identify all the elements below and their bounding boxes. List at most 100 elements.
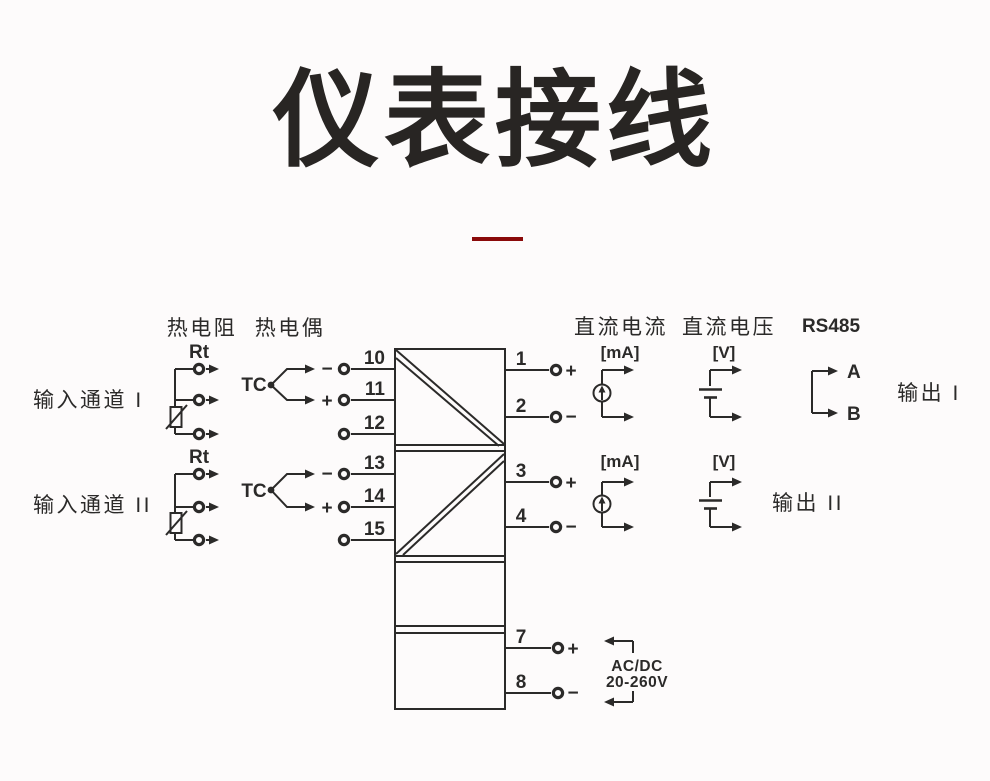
terminal-number-10: 10 xyxy=(364,348,385,369)
rtd-terminal-circle xyxy=(192,427,206,441)
channel1-minus-sign: − xyxy=(321,359,332,380)
isolation-diagonal xyxy=(395,357,500,447)
terminal-number-2: 2 xyxy=(516,396,527,417)
terminal-number-11: 11 xyxy=(365,379,386,400)
terminal-number-15: 15 xyxy=(364,519,386,540)
tc-branch-arrow xyxy=(270,384,315,405)
rtd-terminal-circle xyxy=(192,467,206,481)
input-channel-2-label: 输入通道 II xyxy=(33,494,152,517)
channel2-rt-label: Rt xyxy=(189,447,210,468)
input-channel-2-group: 输入通道 II Rt TC − + xyxy=(33,447,395,547)
instrument-outline xyxy=(394,348,506,710)
output-1-label: 输出 I xyxy=(897,382,961,405)
terminal-circle-4 xyxy=(549,520,563,534)
channel2-rtd-symbol: Rt xyxy=(165,447,219,547)
rs485-header-label: RS485 xyxy=(802,316,861,337)
channel2-tc-label: TC xyxy=(241,481,267,502)
power-minus-sign: − xyxy=(567,683,578,704)
channel1-rtd-symbol: Rt xyxy=(165,342,219,441)
tc-branch-arrow xyxy=(270,489,315,512)
terminal-circle-3 xyxy=(549,475,563,489)
channel1-terminals: 10 11 12 xyxy=(337,348,395,441)
thermocouple-header-label: 热电偶 xyxy=(255,317,326,340)
tc-branch-arrow xyxy=(270,469,315,491)
output-1-group: 1 2 + − [mA] [V] xyxy=(505,343,961,428)
channel1-tc-label: TC xyxy=(241,375,267,396)
rtd-terminal-circle xyxy=(192,393,206,407)
terminal-circle-14 xyxy=(337,500,351,514)
acdc-supply-symbol: AC/DC 20-260V xyxy=(604,636,668,707)
terminal-circle-8 xyxy=(551,686,565,700)
resistor-slash xyxy=(165,404,188,430)
output2-v-unit: [V] xyxy=(713,452,736,471)
terminal-number-14: 14 xyxy=(364,486,386,507)
terminal-wires xyxy=(505,481,549,528)
rs485-symbol: A B xyxy=(811,362,861,425)
terminal-circle-10 xyxy=(337,362,351,376)
isolation-diagonal xyxy=(395,349,505,445)
output1-voltage-symbol: [V] xyxy=(699,343,742,422)
rtd-terminal-circle xyxy=(192,362,206,376)
tc-branch-arrow xyxy=(270,364,315,386)
terminal-circle-7 xyxy=(551,641,565,655)
terminal-circle-2 xyxy=(549,410,563,424)
output1-v-unit: [V] xyxy=(713,343,736,362)
acdc-label-line1: AC/DC xyxy=(611,658,663,675)
terminal-circle-12 xyxy=(337,427,351,441)
output-2-label: 输出 II xyxy=(772,492,844,515)
channel1-rt-label: Rt xyxy=(189,342,210,363)
isolation-diagonal xyxy=(402,460,505,556)
current-arrow-head xyxy=(598,496,606,504)
output2-minus-sign: − xyxy=(565,517,576,538)
output2-current-source-symbol: [mA] xyxy=(592,452,640,532)
output1-ma-unit: [mA] xyxy=(601,343,640,362)
terminal-number-7: 7 xyxy=(516,627,527,648)
isolation-diagonal xyxy=(395,453,505,555)
section-divider xyxy=(395,444,505,452)
section-divider xyxy=(395,625,505,634)
terminal-number-1: 1 xyxy=(516,349,527,370)
terminal-circle-15 xyxy=(337,533,351,547)
page-title: 仪表接线 xyxy=(273,62,717,180)
output1-current-source-symbol: [mA] xyxy=(592,343,640,422)
terminal-wires xyxy=(351,473,395,541)
channel2-terminals: 13 14 15 xyxy=(337,453,395,547)
terminal-number-8: 8 xyxy=(516,672,527,693)
output2-voltage-symbol: [V] xyxy=(699,452,742,532)
terminal-wires xyxy=(505,369,549,418)
channel2-minus-sign: − xyxy=(321,464,332,485)
rtd-wires xyxy=(174,473,194,541)
terminal-wires xyxy=(505,647,551,694)
terminal-number-3: 3 xyxy=(516,461,527,482)
output2-ma-unit: [mA] xyxy=(601,452,640,471)
rtd-header-label: 热电阻 xyxy=(167,317,238,340)
rtd-terminal-circle xyxy=(192,500,206,514)
rtd-wires xyxy=(174,368,194,435)
channel1-tc-symbol: TC − + xyxy=(241,359,332,412)
channel2-tc-symbol: TC − + xyxy=(241,464,332,519)
acdc-label-line2: 20-260V xyxy=(606,674,668,691)
rs485-b-label: B xyxy=(847,404,861,425)
dc-voltage-header-label: 直流电压 xyxy=(682,316,776,339)
channel1-plus-sign: + xyxy=(321,391,332,412)
current-arrow-head xyxy=(598,385,606,393)
dc-current-header-label: 直流电流 xyxy=(574,316,668,339)
title-underline-divider xyxy=(472,237,523,241)
power-supply-group: 7 8 + − AC/DC 20-260V xyxy=(505,627,668,707)
terminal-number-12: 12 xyxy=(364,413,385,434)
terminal-wires xyxy=(351,368,395,435)
resistor-slash xyxy=(165,510,188,536)
terminal-number-4: 4 xyxy=(516,506,527,527)
terminal-circle-1 xyxy=(549,363,563,377)
power-plus-sign: + xyxy=(567,639,578,660)
output-2-group: 3 4 + − [mA] [V] xyxy=(505,452,844,538)
output2-plus-sign: + xyxy=(565,473,576,494)
output1-minus-sign: − xyxy=(565,407,576,428)
channel2-plus-sign: + xyxy=(321,498,332,519)
terminal-circle-11 xyxy=(337,393,351,407)
output1-plus-sign: + xyxy=(565,361,576,382)
rs485-a-label: A xyxy=(847,362,861,383)
terminal-circle-13 xyxy=(337,467,351,481)
